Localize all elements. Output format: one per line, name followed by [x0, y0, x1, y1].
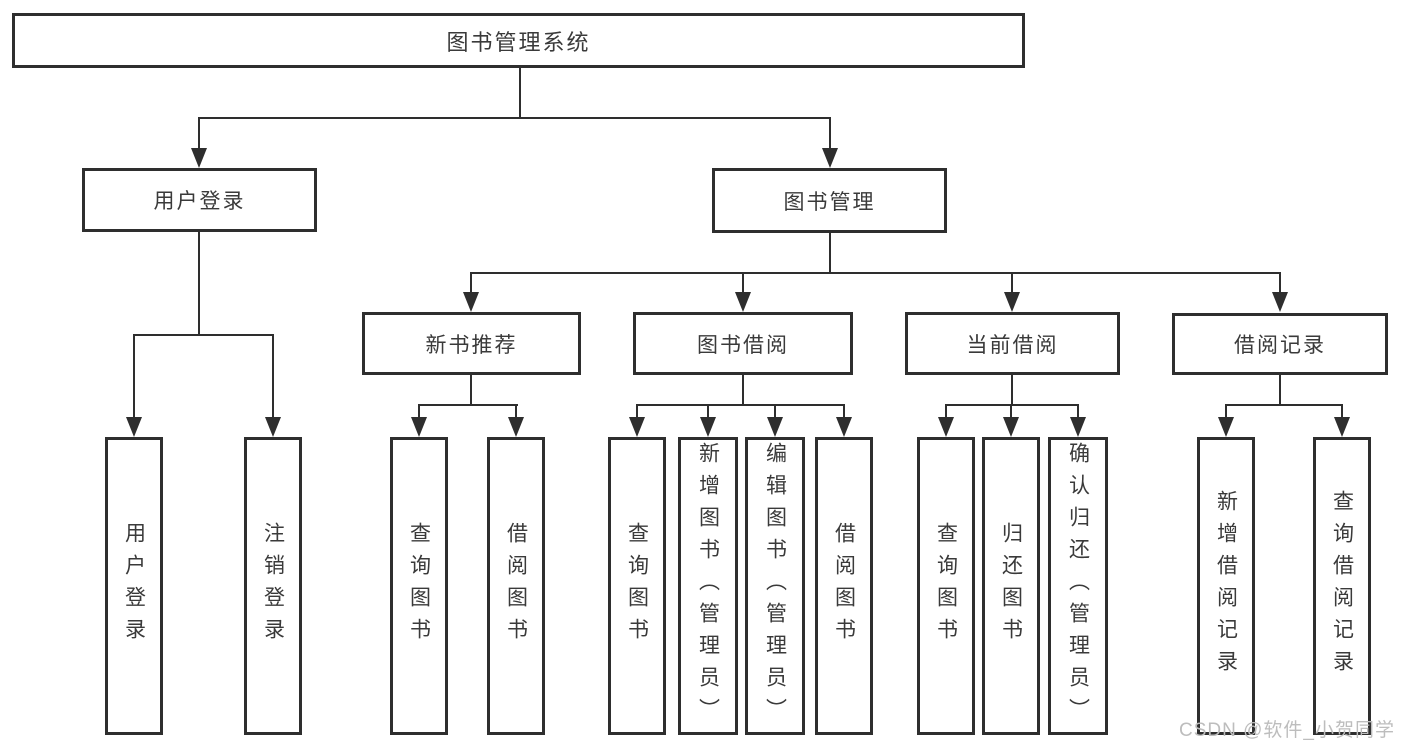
- connector-stem-to-query-borrow-record: [1341, 404, 1343, 419]
- arrowhead-to-book-borrow: [735, 292, 751, 312]
- connector-stem-to-book-borrow: [742, 272, 744, 294]
- csdn-watermark: CSDN @软件_小贺同学: [1179, 720, 1395, 741]
- connector-new-book-stem: [470, 375, 472, 406]
- connector-book-borrow-stem: [742, 375, 744, 406]
- connector-stem-to-leaf-user-login: [133, 334, 135, 419]
- connector-new-book-crossbar: [418, 404, 518, 406]
- connector-root-stem: [519, 68, 521, 118]
- arrowhead-to-book-mgmt: [822, 148, 838, 168]
- node-user-login-module: 用户登录: [82, 168, 317, 232]
- arrowhead-to-confirm-return: [1070, 417, 1086, 437]
- connector-rec-borrow-crossbar: [1225, 404, 1343, 406]
- arrowhead-to-query-books-current: [938, 417, 954, 437]
- connector-stem-to-new-book: [470, 272, 472, 294]
- leaf-query-books-current: 查询图书: [917, 437, 975, 735]
- connector-cur-borrow-crossbar: [945, 404, 1079, 406]
- connector-stem-to-borrow-books-recommend: [515, 404, 517, 419]
- arrowhead-to-user-login: [191, 148, 207, 168]
- leaf-query-books-recommend: 查询图书: [390, 437, 448, 735]
- connector-stem-to-confirm-return: [1077, 404, 1079, 419]
- arrowhead-to-add-borrow-record: [1218, 417, 1234, 437]
- connector-stem-to-return-books: [1010, 404, 1012, 419]
- leaf-add-borrow-record: 新增借阅记录: [1197, 437, 1255, 735]
- connector-stem-to-cur-borrow: [1011, 272, 1013, 294]
- connector-stem-to-user-login: [198, 117, 200, 150]
- connector-stem-to-book-mgmt: [829, 117, 831, 150]
- arrowhead-to-leaf-user-login: [126, 417, 142, 437]
- node-library-management-system: 图书管理系统: [12, 13, 1025, 68]
- connector-stem-to-borrow-books: [843, 404, 845, 419]
- arrowhead-to-edit-books-admin: [767, 417, 783, 437]
- connector-stem-to-query-books-recommend: [418, 404, 420, 419]
- connector-root-crossbar: [198, 117, 831, 119]
- node-current-borrowing: 当前借阅: [905, 312, 1120, 375]
- leaf-edit-books-admin: 编辑图书（管理员）: [745, 437, 805, 735]
- connector-stem-to-query-books-current: [945, 404, 947, 419]
- connector-stem-to-add-books-admin: [707, 404, 709, 419]
- arrowhead-to-return-books: [1003, 417, 1019, 437]
- leaf-confirm-return-admin: 确认归还（管理员）: [1048, 437, 1108, 735]
- connector-stem-to-add-borrow-record: [1225, 404, 1227, 419]
- connector-stem-to-query-books-borrowing: [636, 404, 638, 419]
- connector-book-borrow-crossbar: [636, 404, 845, 406]
- connector-stem-to-edit-books-admin: [774, 404, 776, 419]
- leaf-query-books-borrowing: 查询图书: [608, 437, 666, 735]
- node-book-management-module: 图书管理: [712, 168, 947, 233]
- connector-user-login-crossbar: [133, 334, 274, 336]
- arrowhead-to-new-book: [463, 292, 479, 312]
- leaf-query-borrow-record: 查询借阅记录: [1313, 437, 1371, 735]
- connector-stem-to-rec-borrow: [1279, 272, 1281, 294]
- arrowhead-to-borrow-books-recommend: [508, 417, 524, 437]
- leaf-return-books: 归还图书: [982, 437, 1040, 735]
- arrowhead-to-add-books-admin: [700, 417, 716, 437]
- leaf-add-books-admin: 新增图书（管理员）: [678, 437, 738, 735]
- arrowhead-to-query-books-borrowing: [629, 417, 645, 437]
- connector-rec-borrow-stem: [1279, 375, 1281, 406]
- node-borrowing-records: 借阅记录: [1172, 313, 1388, 375]
- leaf-logout: 注销登录: [244, 437, 302, 735]
- arrowhead-to-cur-borrow: [1004, 292, 1020, 312]
- arrowhead-to-query-books-recommend: [411, 417, 427, 437]
- leaf-borrow-books-recommend: 借阅图书: [487, 437, 545, 735]
- arrowhead-to-borrow-books: [836, 417, 852, 437]
- arrowhead-to-leaf-logout: [265, 417, 281, 437]
- arrowhead-to-query-borrow-record: [1334, 417, 1350, 437]
- leaf-borrow-books: 借阅图书: [815, 437, 873, 735]
- connector-book-mgmt-stem: [829, 233, 831, 274]
- leaf-user-login: 用户登录: [105, 437, 163, 735]
- node-book-borrowing: 图书借阅: [633, 312, 853, 375]
- connector-book-mgmt-crossbar: [470, 272, 1281, 274]
- node-new-book-recommendation: 新书推荐: [362, 312, 581, 375]
- connector-stem-to-leaf-logout: [272, 334, 274, 419]
- arrowhead-to-rec-borrow: [1272, 292, 1288, 312]
- connector-user-login-stem: [198, 232, 200, 336]
- connector-cur-borrow-stem: [1011, 375, 1013, 406]
